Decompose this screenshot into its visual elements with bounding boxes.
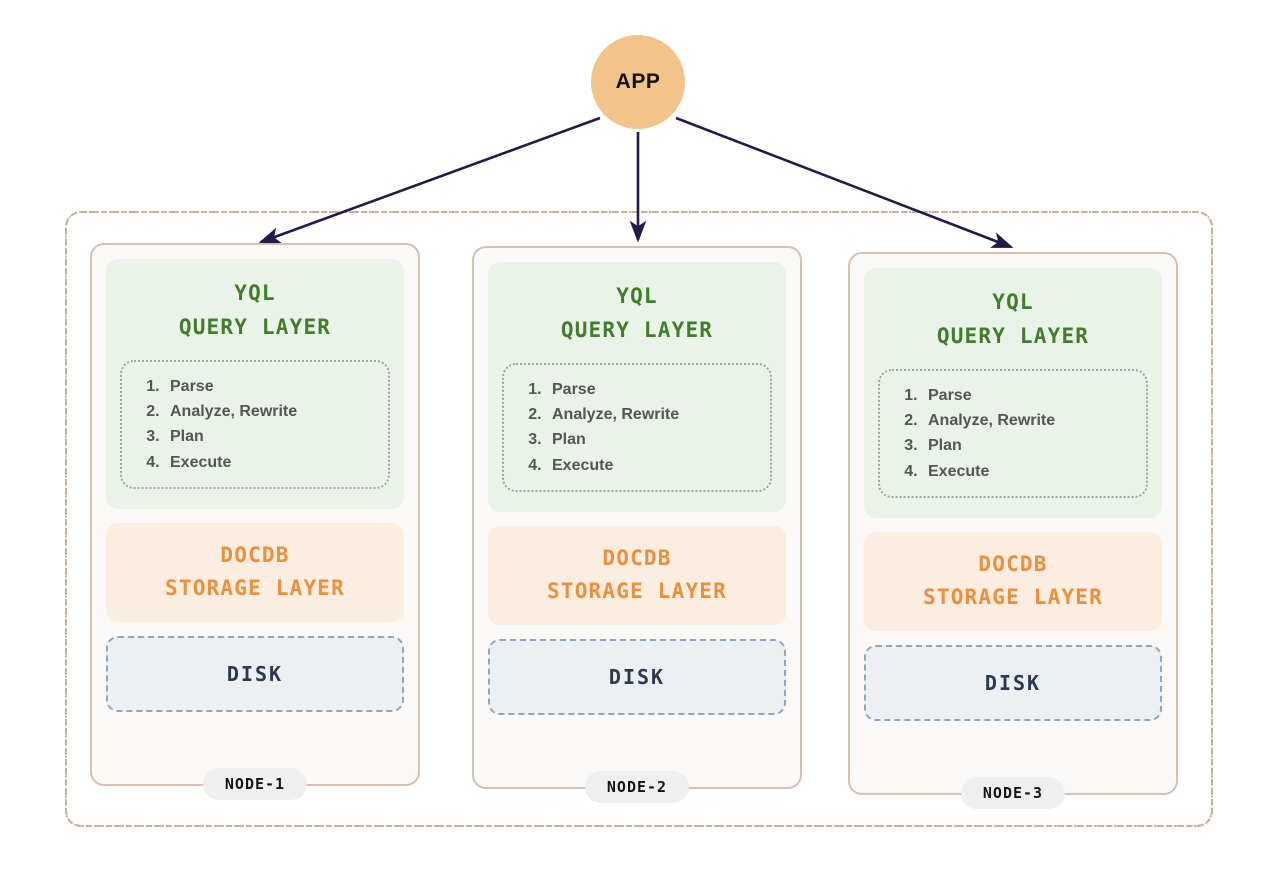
app-node-label: APP bbox=[615, 70, 661, 93]
docdb-storage-layer-2: DOCDB STORAGE LAYER bbox=[488, 525, 786, 625]
disk-layer-1: DISK bbox=[106, 635, 404, 712]
list-item: Analyze, Rewrite bbox=[546, 402, 760, 427]
list-item: Plan bbox=[164, 424, 378, 449]
list-item: Execute bbox=[922, 459, 1136, 484]
yql-query-layer-title-1: YQL QUERY LAYER bbox=[120, 277, 390, 344]
list-item: Execute bbox=[546, 453, 760, 478]
docdb-title-line2: STORAGE LAYER bbox=[165, 576, 345, 601]
list-item: Parse bbox=[164, 374, 378, 399]
docdb-title-line1: DOCDB bbox=[978, 551, 1048, 576]
docdb-title-line2: STORAGE LAYER bbox=[923, 585, 1103, 610]
list-item: Analyze, Rewrite bbox=[922, 408, 1136, 433]
app-node[interactable]: APP bbox=[591, 35, 685, 129]
yql-steps-box-2: Parse Analyze, Rewrite Plan Execute bbox=[502, 363, 772, 492]
node-card-1[interactable]: YQL QUERY LAYER Parse Analyze, Rewrite P… bbox=[90, 243, 420, 800]
yql-steps-list-1: Parse Analyze, Rewrite Plan Execute bbox=[140, 374, 378, 474]
node-badge-1: NODE-1 bbox=[202, 768, 308, 800]
docdb-title-line2: STORAGE LAYER bbox=[547, 579, 727, 604]
yql-title-line2: QUERY LAYER bbox=[178, 314, 332, 339]
node-card-2[interactable]: YQL QUERY LAYER Parse Analyze, Rewrite P… bbox=[472, 246, 802, 803]
yql-query-layer-title-2: YQL QUERY LAYER bbox=[502, 280, 772, 347]
list-item: Plan bbox=[922, 433, 1136, 458]
list-item: Plan bbox=[546, 427, 760, 452]
docdb-storage-layer-1: DOCDB STORAGE LAYER bbox=[106, 522, 404, 622]
list-item: Parse bbox=[922, 383, 1136, 408]
docdb-title-line1: DOCDB bbox=[220, 542, 290, 567]
disk-layer-2: DISK bbox=[488, 638, 786, 715]
node-badge-3: NODE-3 bbox=[960, 777, 1066, 809]
disk-label: DISK bbox=[226, 661, 284, 686]
yql-query-layer-3: YQL QUERY LAYER Parse Analyze, Rewrite P… bbox=[864, 268, 1162, 518]
yql-steps-box-1: Parse Analyze, Rewrite Plan Execute bbox=[120, 360, 390, 489]
node-badge-2: NODE-2 bbox=[584, 771, 690, 803]
list-item: Execute bbox=[164, 450, 378, 475]
disk-layer-3: DISK bbox=[864, 644, 1162, 721]
yql-title-line1: YQL bbox=[992, 290, 1034, 314]
docdb-title-line1: DOCDB bbox=[602, 545, 672, 570]
yql-title-line2: QUERY LAYER bbox=[936, 323, 1090, 348]
node-card-3[interactable]: YQL QUERY LAYER Parse Analyze, Rewrite P… bbox=[848, 252, 1178, 809]
yql-query-layer-2: YQL QUERY LAYER Parse Analyze, Rewrite P… bbox=[488, 262, 786, 512]
yql-title-line2: QUERY LAYER bbox=[560, 317, 714, 342]
disk-label: DISK bbox=[984, 670, 1042, 695]
yql-title-line1: YQL bbox=[616, 284, 658, 308]
yql-query-layer-1: YQL QUERY LAYER Parse Analyze, Rewrite P… bbox=[106, 259, 404, 509]
docdb-storage-layer-3: DOCDB STORAGE LAYER bbox=[864, 531, 1162, 631]
yql-steps-list-3: Parse Analyze, Rewrite Plan Execute bbox=[898, 383, 1136, 483]
yql-title-line1: YQL bbox=[234, 281, 276, 305]
disk-label: DISK bbox=[608, 664, 666, 689]
list-item: Parse bbox=[546, 377, 760, 402]
yql-query-layer-title-3: YQL QUERY LAYER bbox=[878, 286, 1148, 353]
list-item: Analyze, Rewrite bbox=[164, 399, 378, 424]
yql-steps-box-3: Parse Analyze, Rewrite Plan Execute bbox=[878, 369, 1148, 498]
yql-steps-list-2: Parse Analyze, Rewrite Plan Execute bbox=[522, 377, 760, 477]
